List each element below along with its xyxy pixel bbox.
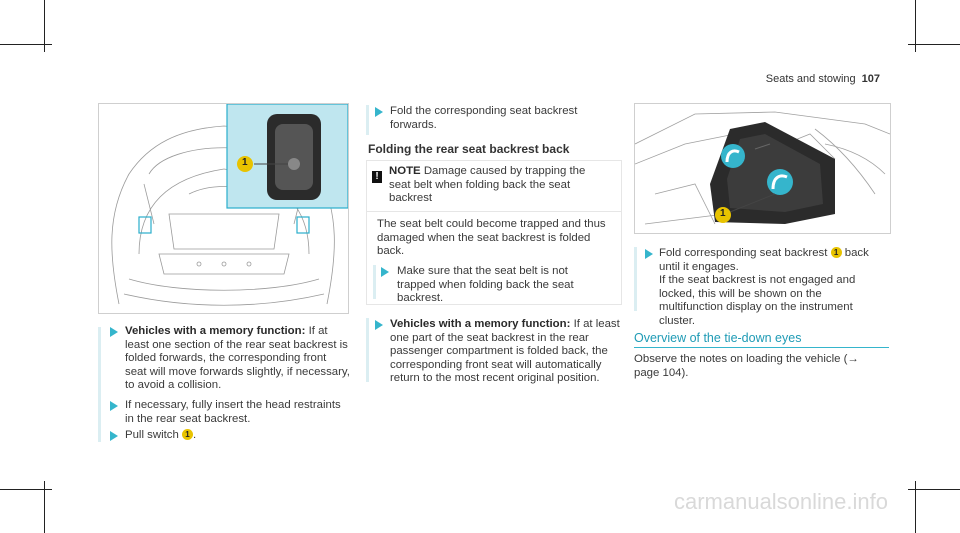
note-body: The seat belt could become trapped and t… [377, 218, 606, 258]
note-step: Make sure that the seat belt is not trap… [397, 265, 574, 305]
step-end: . [192, 429, 197, 441]
step-pull-switch: Pull switch 1. [125, 429, 345, 443]
step-text: If at least one section of the rear seat… [125, 325, 350, 392]
crop-mark [915, 481, 916, 533]
paragraph-loading: Observe the notes on loading the vehicle… [634, 353, 859, 379]
step-arrow-icon [375, 107, 383, 117]
step-memory-fold: Vehicles with a memory function: If at l… [125, 325, 350, 393]
crop-mark [0, 44, 52, 45]
step-text: If at least one part of the seat backres… [390, 318, 620, 385]
note-box: ! NOTE Damage caused by trapping the sea… [366, 160, 622, 305]
page-number: 107 [861, 73, 880, 85]
step-bar [373, 265, 376, 299]
step-text-b: back until it engages. [659, 247, 869, 273]
note-label: NOTE [389, 165, 421, 177]
step-arrow-icon [645, 249, 653, 259]
step-bar [98, 327, 101, 442]
callout-badge-1: 1 [181, 429, 193, 440]
crop-mark [908, 489, 960, 490]
crop-mark [44, 481, 45, 533]
step-bar [634, 247, 637, 311]
heading-rule [634, 347, 889, 348]
callout-1: 1 [720, 208, 726, 219]
running-header: Seats and stowing 107 [766, 73, 880, 85]
callout-badge-1: 1 [830, 247, 842, 258]
step-head-restraints: If necessary, fully insert the head rest… [125, 399, 345, 426]
crop-mark [915, 0, 916, 52]
callout-1: 1 [242, 157, 248, 168]
watermark: carmanualsonline.info [673, 489, 888, 514]
step-arrow-icon [110, 431, 118, 441]
crop-mark [0, 489, 52, 490]
step-text: Pull switch [125, 429, 179, 441]
figure-seat-fold-back: 1 [634, 103, 891, 234]
step-label: Vehicles with a memory function: [125, 325, 306, 337]
step-bar [366, 318, 369, 382]
seat-illustration [635, 111, 890, 225]
step-fold-back: Fold corresponding seat backrest 1 back … [659, 247, 884, 329]
note-title-text: Damage caused by trapping the seat belt … [389, 165, 586, 205]
step-memory-return: Vehicles with a memory function: If at l… [390, 318, 622, 386]
figure-trunk-switch: 1 [98, 103, 349, 314]
step-label: Vehicles with a memory function: [390, 318, 571, 330]
note-title: NOTE Damage caused by trapping the seat … [389, 165, 601, 206]
step-info: If the seat backrest is not engaged and … [659, 274, 856, 327]
warning-icon: ! [372, 171, 382, 183]
section-title: Seats and stowing [765, 73, 856, 85]
step-bar [366, 105, 369, 135]
section-heading: Overview of the tie-down eyes [634, 331, 802, 345]
note-header: ! NOTE Damage caused by trapping the sea… [367, 161, 621, 212]
section-heading: Folding the rear seat backrest back [368, 142, 570, 156]
step-text: If necessary, fully insert the head rest… [125, 399, 341, 425]
step-arrow-icon [375, 320, 383, 330]
trunk-illustration [111, 104, 348, 306]
step-fold-forwards: Fold the corresponding seat backrest for… [390, 105, 615, 132]
step-arrow-icon [110, 327, 118, 337]
step-arrow-icon [381, 267, 389, 277]
crop-mark [44, 0, 45, 52]
step-arrow-icon [110, 401, 118, 411]
crop-mark [908, 44, 960, 45]
step-text: Fold corresponding seat backrest [659, 247, 828, 259]
step-text: Fold the corresponding seat backrest for… [390, 105, 578, 131]
